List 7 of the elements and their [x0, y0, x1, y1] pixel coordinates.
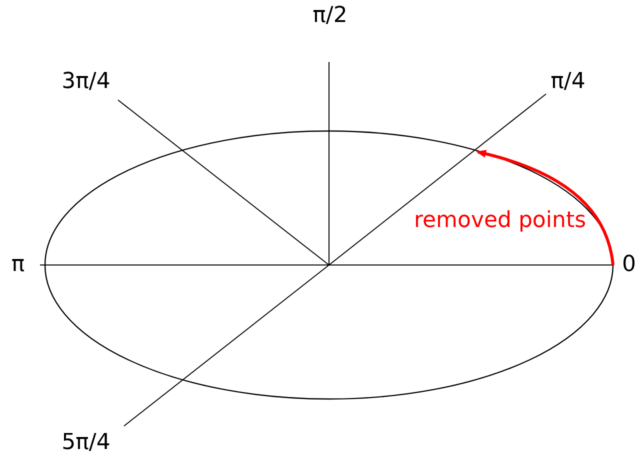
angle-label: π [11, 253, 25, 277]
angle-label: 5π/4 [62, 431, 110, 455]
annotation: removed points [414, 209, 586, 233]
angle-label: 0 [622, 253, 636, 277]
angle-label: 3π/4 [62, 70, 110, 94]
angle-label: π/4 [550, 70, 586, 94]
angle-label: π/2 [312, 4, 348, 28]
